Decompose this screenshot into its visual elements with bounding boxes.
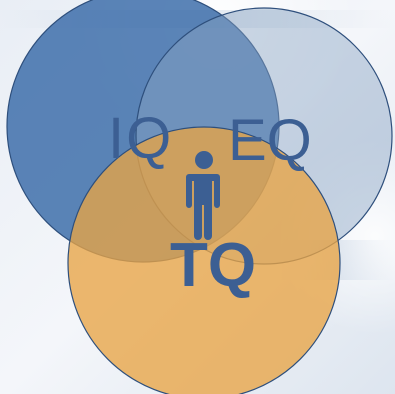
iq-label: IQ bbox=[108, 106, 173, 171]
person-icon bbox=[186, 151, 220, 240]
eq-label: EQ bbox=[228, 108, 312, 173]
tq-circle bbox=[67, 126, 341, 394]
tq-label: TQ bbox=[170, 231, 256, 300]
